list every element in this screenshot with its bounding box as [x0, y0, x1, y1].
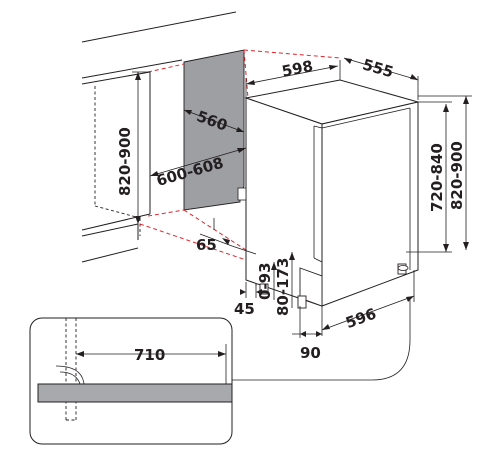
label-596: 596 [343, 304, 379, 332]
dim-80-173: 80-173 [274, 252, 295, 316]
label-0-93: 0-93 [256, 262, 274, 300]
worktop-section [37, 383, 233, 403]
dim-90: 90 [292, 306, 322, 362]
label-90: 90 [300, 344, 321, 362]
label-820-900-left: 820-900 [116, 127, 134, 196]
dim-45: 45 [234, 282, 262, 318]
niche-red-dashes [139, 49, 341, 261]
counter-outline [81, 11, 271, 286]
detail-box: 710 [29, 317, 233, 445]
label-598: 598 [280, 57, 314, 81]
dim-820-900-left: 820-900 [116, 71, 150, 224]
dim-65: 65 [196, 218, 257, 255]
label-710: 710 [134, 346, 165, 364]
dim-598: 598 [245, 57, 341, 98]
dim-720-840: 720-840 [406, 101, 452, 253]
dishwasher-body [237, 79, 419, 309]
label-555: 555 [360, 55, 395, 81]
dim-820-900-right: 820-900 [418, 95, 472, 250]
detail-connector [232, 300, 411, 381]
dim-0-93: 0-93 [256, 262, 277, 300]
label-80-173: 80-173 [274, 258, 292, 316]
label-720-840: 720-840 [428, 143, 446, 212]
left-cabinet-dashes [94, 86, 141, 236]
label-820-900-right: 820-900 [448, 141, 466, 210]
label-45: 45 [234, 300, 255, 318]
label-65: 65 [196, 236, 217, 254]
